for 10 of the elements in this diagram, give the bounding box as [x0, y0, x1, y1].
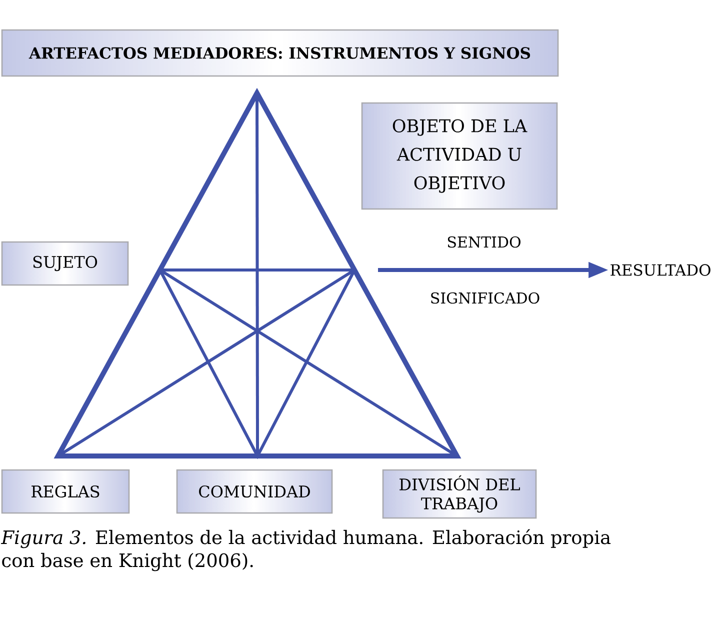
label-box: SUJETO: [1, 241, 129, 286]
header-box: ARTEFACTOS MEDIADORES: INSTRUMENTOS Y SIGNOS: [1, 29, 559, 77]
caption: Figura 3. Elementos de la actividad humana. Elaboración propia con base en Knight (2006).: [0, 529, 611, 572]
result-text: RESULTADO: [610, 264, 710, 276]
label-box: DIVISIÓN DEL TRABAJO: [382, 469, 537, 519]
arrow-label: SIGNIFICADO: [431, 292, 540, 304]
label-box: REGLAS: [1, 469, 130, 514]
label-box: COMUNIDAD: [176, 469, 333, 514]
object-box: OBJETO DE LA ACTIVIDAD U OBJETIVO: [361, 102, 558, 210]
arrow-label: SENTIDO: [448, 236, 520, 248]
